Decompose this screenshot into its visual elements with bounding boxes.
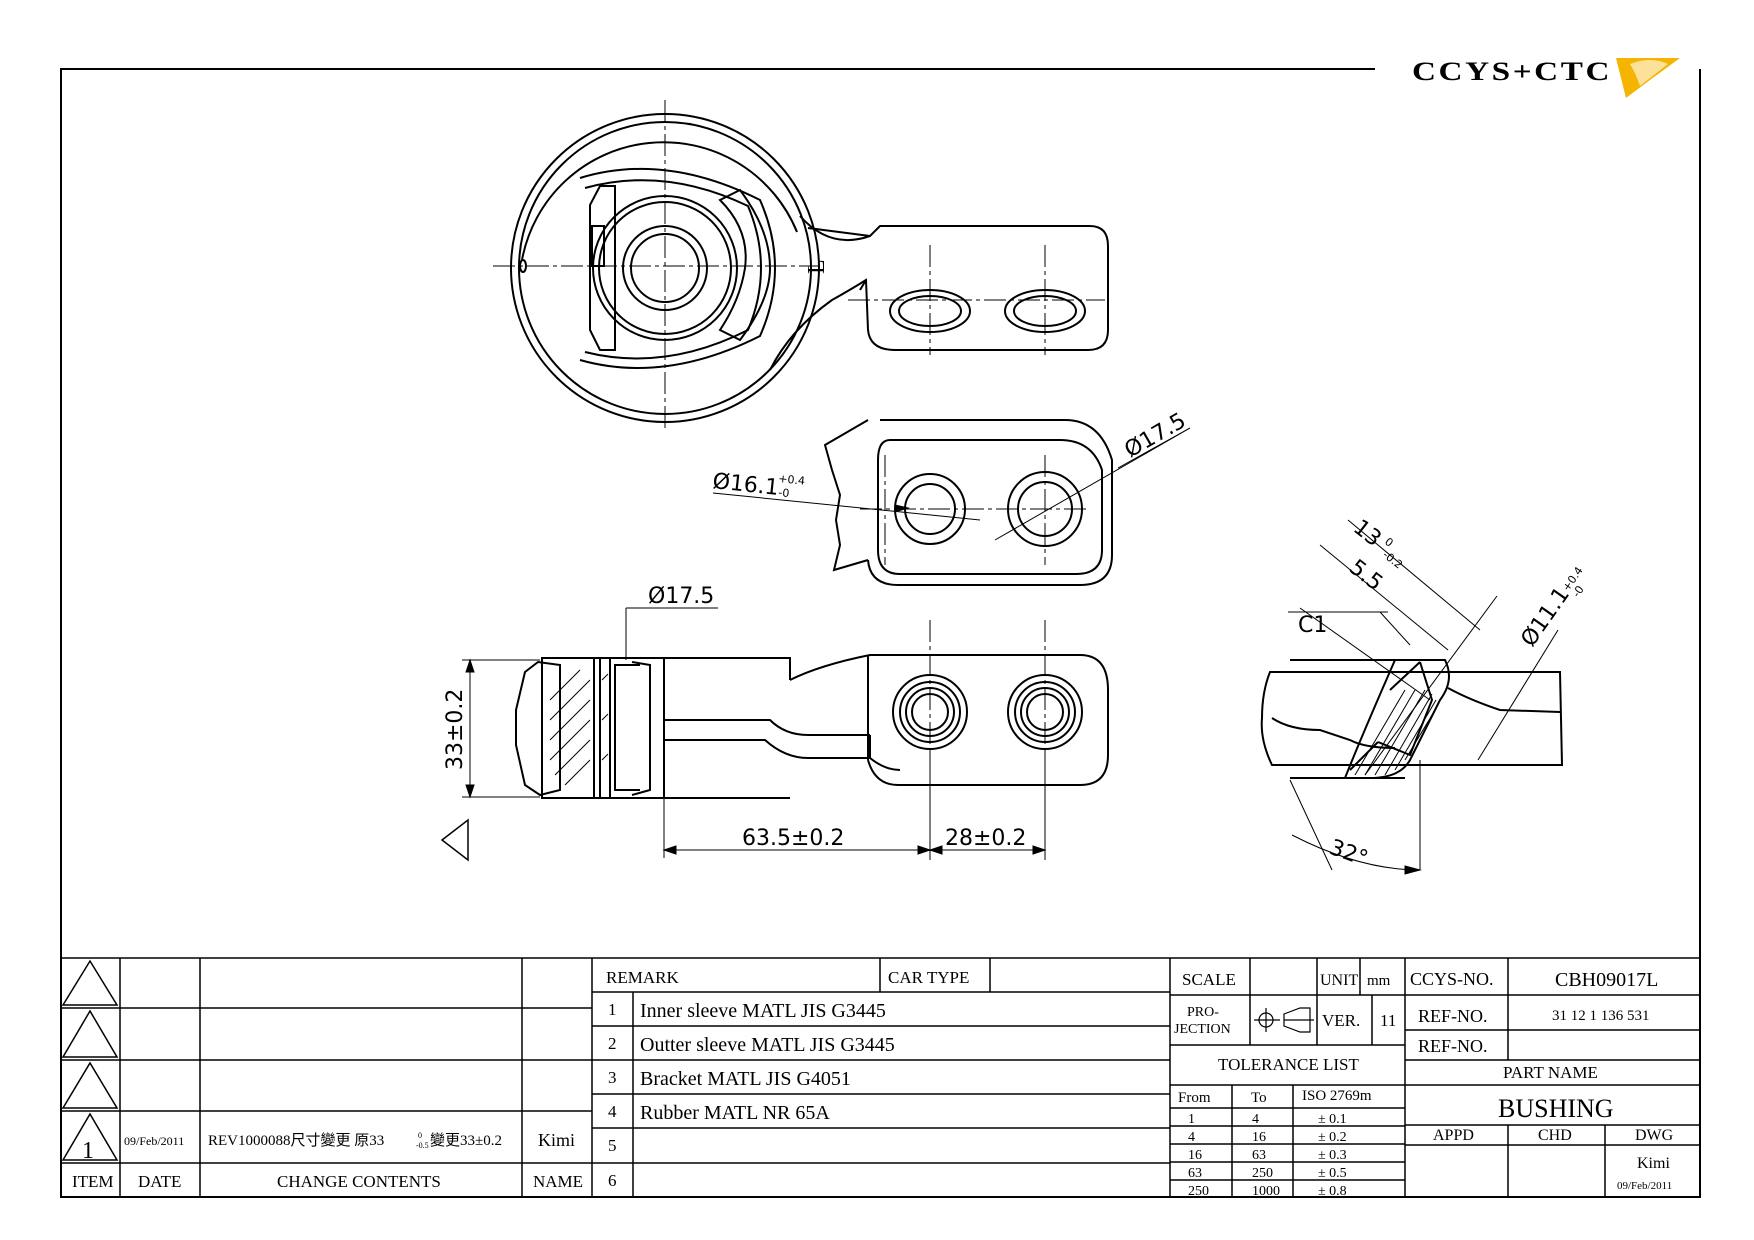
datum-triangle-icon — [440, 818, 469, 862]
ver-value: 11 — [1380, 1011, 1396, 1030]
mark-l: L — [804, 259, 830, 274]
tol-head-to: To — [1251, 1090, 1267, 1106]
dim-h33 — [462, 658, 540, 799]
dim-w55-label: 5.5 — [1344, 555, 1387, 596]
dim-d16 — [712, 492, 981, 521]
revision-triangles — [61, 959, 119, 1161]
logo-text: CCYS+CTC — [1412, 57, 1612, 86]
rev-item-1: 1 — [82, 1138, 94, 1164]
dim-l63 — [662, 750, 1047, 858]
company-logo: CCYS+CTC — [1412, 57, 1680, 98]
remark-item-text: Bracket MATL JIS G4051 — [640, 1068, 851, 1090]
tolerance-from: 63 — [1188, 1166, 1202, 1181]
ref-no-label: REF-NO. — [1418, 1006, 1488, 1026]
tolerance-tol: ± 0.8 — [1318, 1184, 1347, 1199]
ver-label: VER. — [1322, 1011, 1360, 1030]
remark-item-number: 5 — [608, 1136, 617, 1155]
dim-h33-label: 33±0.2 — [443, 689, 468, 770]
rev-change-1-b: 變更33±0.2 — [430, 1132, 502, 1149]
chd-label: CHD — [1538, 1127, 1572, 1144]
front-view — [493, 100, 1109, 430]
bracket-view — [823, 419, 1113, 586]
dwg-name: Kimi — [1637, 1155, 1670, 1172]
side-section — [515, 620, 1109, 860]
dim-d17a-label: Ø17.5 — [648, 584, 714, 609]
rev-change-1-tol-dn: -0.5 — [416, 1141, 429, 1150]
dim-w13-tol-dn: -0.2 — [1380, 548, 1405, 571]
tolerance-rows: 1 4 ± 0.1 4 16 ± 0.2 16 63 ± 0.3 63 250 ± 0.5 250 100… — [1188, 1112, 1347, 1199]
remark-item-number: 1 — [608, 1000, 617, 1019]
title-block-frame — [61, 957, 1700, 1197]
ref-no2-label: REF-NO. — [1418, 1036, 1488, 1056]
remark-item-number: 4 — [608, 1102, 617, 1121]
dwg-label: DWG — [1635, 1127, 1674, 1144]
tolerance-list-label: TOLERANCE LIST — [1218, 1055, 1359, 1074]
dim-l28-label: 28±0.2 — [945, 826, 1026, 851]
rev-name-1: Kimi — [538, 1130, 575, 1150]
dim-d17a — [625, 607, 718, 660]
sheet-border — [60, 68, 1701, 1198]
tolerance-tol: ± 0.2 — [1318, 1130, 1347, 1145]
car-type-label: CAR TYPE — [888, 968, 969, 987]
rev-header-item: ITEM — [72, 1172, 114, 1191]
projection-label-b: JECTION — [1174, 1022, 1231, 1037]
remark-rows: 1 Inner sleeve MATL JIS G3445 2 Outter slee… — [608, 1000, 895, 1190]
tolerance-to: 4 — [1252, 1112, 1259, 1127]
dim-d16-tol-dn: -0 — [778, 486, 790, 500]
appd-label: APPD — [1433, 1127, 1474, 1144]
tolerance-to: 1000 — [1252, 1184, 1280, 1199]
detail-section — [1260, 659, 1564, 779]
part-name-label: PART NAME — [1503, 1063, 1598, 1082]
remark-item-number: 6 — [608, 1171, 617, 1190]
ccys-no-label: CCYS-NO. — [1410, 969, 1494, 989]
unit-value: mm — [1367, 973, 1391, 989]
part-name-value: BUSHING — [1498, 1094, 1614, 1123]
rev-header-name: NAME — [533, 1172, 583, 1191]
tolerance-tol: ± 0.5 — [1318, 1166, 1347, 1181]
projection-symbol-icon — [1254, 1007, 1314, 1033]
remark-item-text: Inner sleeve MATL JIS G3445 — [640, 1000, 886, 1022]
tolerance-from: 250 — [1188, 1184, 1209, 1199]
dim-l63-label: 63.5±0.2 — [742, 826, 844, 851]
tolerance-to: 250 — [1252, 1166, 1273, 1181]
tol-head-iso: ISO 2769m — [1302, 1088, 1372, 1104]
rev-header-date: DATE — [138, 1172, 181, 1191]
tolerance-from: 4 — [1188, 1130, 1195, 1145]
dim-d11-label: Ø11.1 — [1516, 583, 1575, 652]
remark-item-number: 2 — [608, 1034, 617, 1053]
logo-mark-swoosh-icon — [1630, 60, 1668, 86]
tolerance-to: 63 — [1252, 1148, 1266, 1163]
detail-dims — [1288, 519, 1559, 875]
dim-ang-label: 32° — [1326, 835, 1371, 872]
remark-item-text: Outter sleeve MATL JIS G3445 — [640, 1034, 895, 1056]
unit-label: UNIT — [1320, 972, 1358, 989]
tolerance-tol: ± 0.1 — [1318, 1112, 1347, 1127]
dwg-date: 09/Feb/2011 — [1617, 1180, 1672, 1192]
remark-item-number: 3 — [608, 1068, 617, 1087]
dim-c1-label: C1 — [1298, 613, 1327, 638]
rev-change-1-tol-up: 0 — [418, 1131, 422, 1140]
rev-header-change: CHANGE CONTENTS — [277, 1172, 441, 1191]
projection-label: PRO- — [1187, 1005, 1219, 1020]
remark-item-text: Rubber MATL NR 65A — [640, 1102, 830, 1124]
dim-d16-tol-up: +0.4 — [778, 472, 806, 488]
tolerance-from: 1 — [1188, 1112, 1195, 1127]
rev-change-1: REV1000088尺寸變更 原33 — [208, 1132, 384, 1149]
tolerance-to: 16 — [1252, 1130, 1266, 1145]
remark-header: REMARK — [606, 968, 679, 987]
dim-d16-label: Ø16.1 — [711, 469, 780, 501]
tolerance-from: 16 — [1188, 1148, 1202, 1163]
rev-date-1: 09/Feb/2011 — [124, 1134, 184, 1148]
ref-no-value: 31 12 1 136 531 — [1552, 1008, 1650, 1024]
section-hatch — [549, 669, 609, 786]
ccys-no-value: CBH09017L — [1555, 969, 1658, 991]
scale-label: SCALE — [1182, 970, 1236, 989]
tolerance-tol: ± 0.3 — [1318, 1148, 1347, 1163]
tol-head-from: From — [1178, 1090, 1211, 1106]
dim-d17b-label: Ø17.5 — [1121, 408, 1191, 463]
dim-d17b — [994, 427, 1191, 541]
